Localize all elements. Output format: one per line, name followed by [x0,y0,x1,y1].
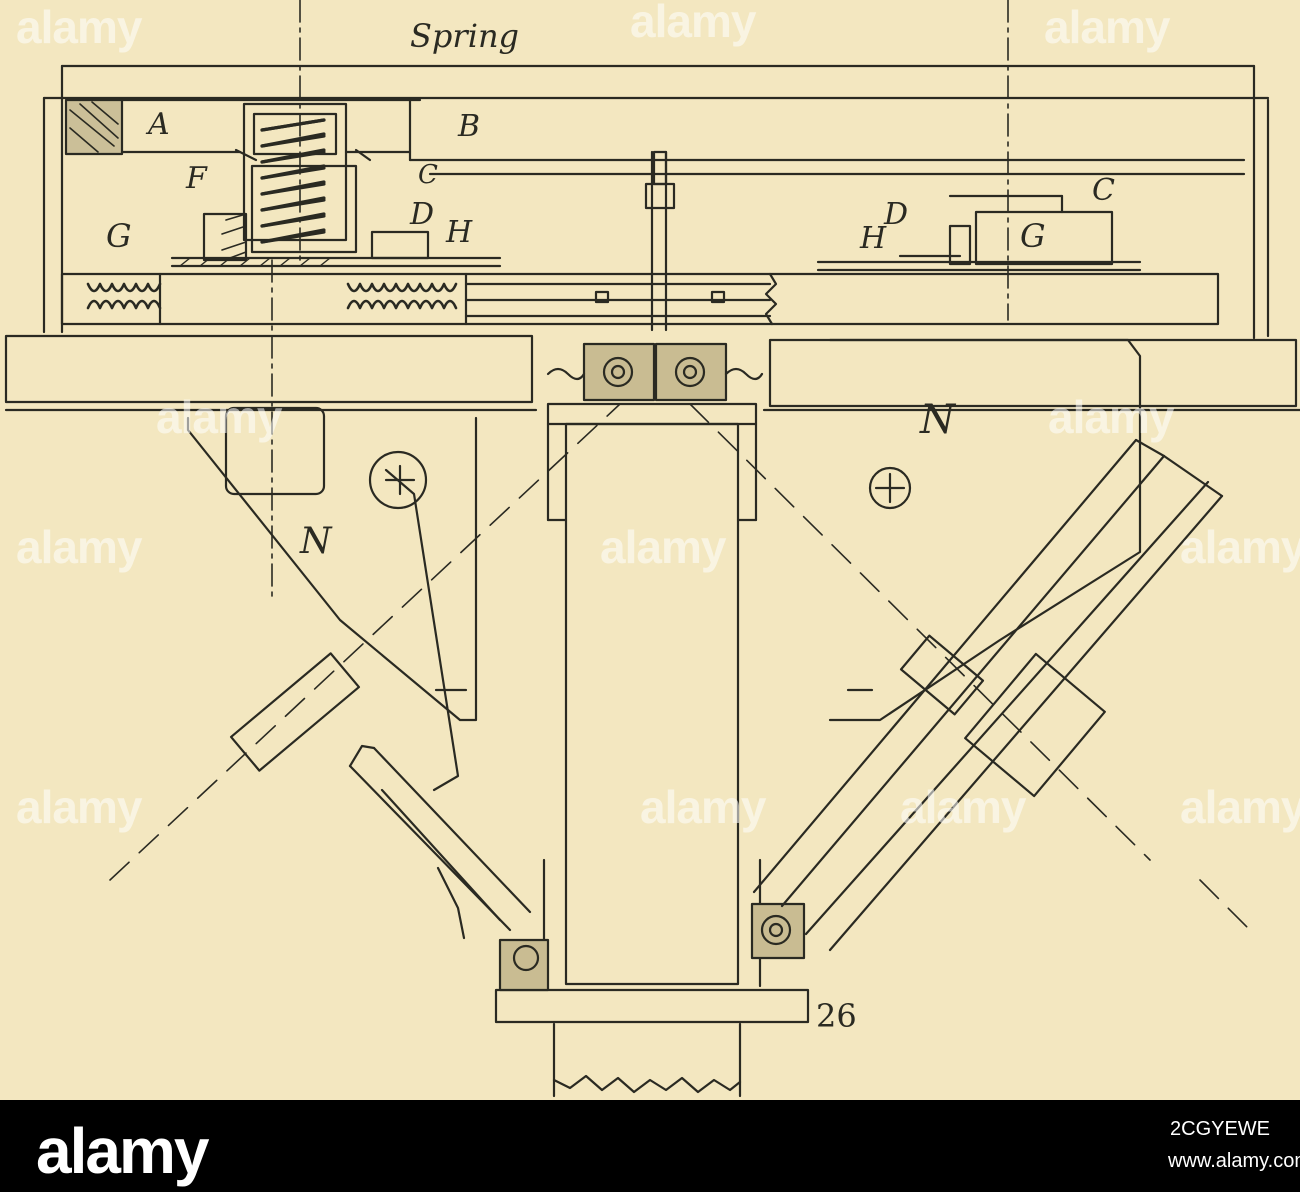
watermark-text: alamy [600,521,726,573]
mechanical-drawing [0,0,1300,1100]
watermark-text: alamy [16,1,142,53]
spring-housing [236,104,370,252]
bar-a [66,100,1244,174]
watermark-text: alamy [1048,391,1174,443]
image-id: 2CGYEWE [1170,1118,1271,1140]
watermark-text: alamy [16,781,142,833]
watermark-text: alamy [16,521,142,573]
outer-frame [44,66,1268,338]
footer-bar [0,1100,1300,1192]
label-figure-number: 26 [816,997,857,1035]
block-g-left [172,214,500,266]
watermark-text: alamy [630,0,756,47]
image-url: www.alamy.com [1168,1150,1300,1172]
label-n-left: N [300,521,332,562]
right-angle-iron [754,440,1222,950]
right-bracket [830,340,1140,720]
label-g-right: G [1020,217,1046,255]
watermark-text: alamy [640,781,766,833]
label-b: B [458,109,481,144]
label-d-left: D [410,197,435,232]
left-angle-iron [231,653,530,938]
spring-bar [62,274,1218,324]
left-bracket [188,418,476,790]
label-h-left: H [446,215,473,250]
label-g-left: G [106,217,132,255]
watermark-text: alamy [1044,1,1170,53]
watermark-text: alamy [1180,521,1300,573]
drawing-canvas: Spring A B C C D D F G G H H N N 26 alam… [0,0,1300,1100]
label-c-right: C [1092,173,1115,208]
center-stem [646,152,674,330]
watermark-text: alamy [1180,781,1300,833]
central-column [496,404,808,1096]
construction-lines [110,404,1250,930]
label-c-left: C [418,160,438,190]
label-n-right: N [920,397,955,443]
alamy-logo: alamy [36,1115,209,1187]
watermark-text: alamy [900,781,1026,833]
block-g-right [818,196,1140,270]
wood-blocks-top [548,344,762,400]
label-a: A [148,107,170,142]
label-spring: Spring [410,17,520,55]
label-d-right: D [884,197,909,232]
label-f: F [186,161,207,196]
label-h-right: H [860,221,887,256]
watermark-text: alamy [156,391,282,443]
